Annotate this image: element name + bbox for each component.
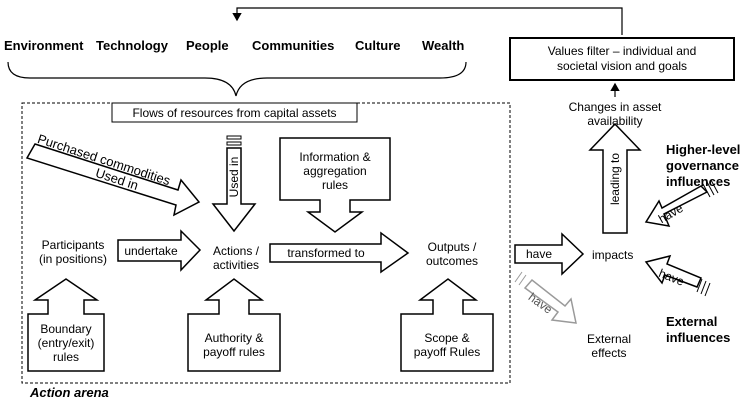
higher-line3: influences [666,174,731,189]
values-filter-line1: Values filter – individual and [547,44,697,58]
outputs-line2: outcomes [425,254,479,268]
have-upper-arrow [644,179,719,227]
used-in-vertical-label: Used in [227,156,241,198]
impacts-label: impacts [592,248,634,262]
transformed-to-arrow [269,231,410,274]
info-rules-line3: rules [321,178,348,192]
authority-line1: Authority & [204,331,264,345]
capital-people: People [186,38,229,53]
actions-line2: activities [212,258,259,272]
scope-line1: Scope & [424,331,470,345]
higher-line2: governance [666,158,739,173]
capital-culture: Culture [355,38,401,53]
scope-arrow [400,278,494,372]
flows-title: Flows of resources from capital assets [132,106,337,120]
changes-line2: availability [587,114,643,128]
capitals-brace [7,61,467,97]
outputs-line1: Outputs / [427,240,477,254]
leading-to-label: leading to [608,152,622,206]
feedback-line [232,7,623,35]
undertake-label: undertake [124,244,178,258]
have-faded-arrow [514,271,577,324]
capital-communities: Communities [252,38,335,53]
have-label: have [525,247,553,261]
boundary-line1: Boundary [40,322,92,336]
capital-technology: Technology [96,38,168,53]
capital-environment: Environment [4,38,84,53]
leading-to-arrow [588,122,642,234]
boundary-line3: rules [52,350,79,364]
authority-line2: payoff rules [203,345,265,359]
actions-line1: Actions / [212,244,260,258]
transformed-to-label: transformed to [287,246,365,260]
higher-line1: Higher-level [666,142,741,157]
authority-arrow [187,278,281,372]
external-effects-line1: External [586,332,632,346]
values-filter-box [509,37,735,81]
have-lower-arrow [644,254,711,297]
have-arrow [514,232,585,276]
changes-line1: Changes in asset [568,100,662,114]
participants-line2: (in positions) [38,252,108,266]
participants-line1: Participants [41,238,105,252]
used-in-diagonal-arrow [25,143,201,217]
external-effects-line2: effects [591,346,627,360]
external-influences-line1: External [666,314,718,329]
values-filter-line2: societal vision and goals [556,59,688,73]
info-rules-arrow [279,137,391,233]
external-influences-line2: influences [666,330,731,345]
scope-line2: payoff Rules [413,345,481,359]
boundary-line2: (entry/exit) [37,336,95,350]
action-arena-label: Action arena [30,385,109,400]
used-in-vertical-arrow [211,135,257,233]
info-rules-line1: Information & [299,150,371,164]
boundary-arrow [27,278,105,372]
capital-wealth: Wealth [422,38,465,53]
flows-title-box [111,102,358,123]
undertake-arrow [117,229,202,272]
info-rules-line2: aggregation [303,164,367,178]
action-arena-box [21,102,511,384]
